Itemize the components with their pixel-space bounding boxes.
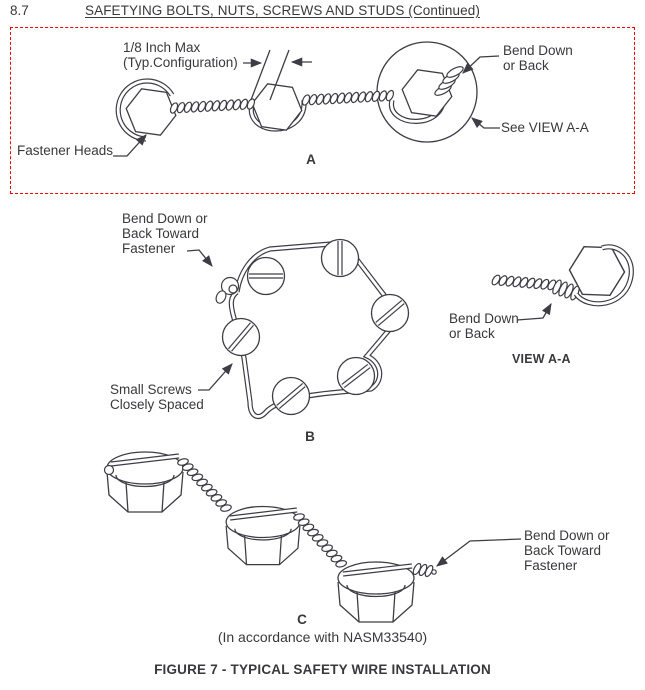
nut-slot-wire-3 [342,563,413,577]
nut-slot-wire-2 [229,507,298,521]
bend-label-b: Bend Down or Back Toward Fastener [122,211,208,256]
leader-arrow-see-view [471,117,500,129]
wire-loop-va [573,244,634,307]
twisted-wire-segment-c2 [290,508,350,573]
figure-a-drawing [113,41,500,157]
wire-bend-coil-a [434,66,464,96]
leader-arrow-bend-c [436,538,522,567]
screw-head-6 [221,317,261,357]
small-screws-label: Small Screws Closely Spaced [110,382,204,412]
twisted-wire-segment-c1 [174,453,235,517]
leader-arrow-bend-b [186,249,213,267]
figure-a-letter: A [306,152,316,167]
bend-label-c: Bend Down or Back Toward Fastener [524,528,610,573]
fastener-heads-label: Fastener Heads [17,143,114,158]
screw-head-2 [320,238,360,278]
screw-head-3 [370,293,410,333]
figure-c-drawing [103,451,522,623]
wire-bend-coil-va [552,279,580,301]
standard-note: (In accordance with NASM33540) [217,629,428,645]
twisted-wire-segment-2 [299,88,396,108]
wire-end-hook [103,464,115,476]
wire-bend-coil-b [215,276,240,304]
leader-arrow-bend-va [516,303,552,321]
nut-slot-wire-1 [110,453,180,467]
screw-head-5 [271,376,311,416]
figure-b-letter: B [305,429,315,444]
wire-bend-coil-c [412,562,437,578]
twisted-wire-segment-va [489,272,559,293]
page-title: SAFETYING BOLTS, NUTS, SCREWS AND STUDS … [85,3,480,18]
leader-arrow-fastener-heads [113,134,147,157]
see-view-label: See VIEW A-A [501,120,589,135]
fastener-head-1 [125,88,177,136]
section-number: 8.7 [10,3,29,18]
figure-caption: FIGURE 7 - TYPICAL SAFETY WIRE INSTALLAT… [154,662,491,677]
view-aa-drawing [489,242,634,321]
dimension-marks [243,49,312,101]
leader-arrow-bend-a [462,55,500,74]
screw-head-1 [246,256,286,296]
dimension-label: 1/8 Inch Max (Typ.Configuration) [123,40,238,70]
figure-c-letter: C [297,612,307,627]
figure-b-drawing [186,238,410,420]
figure-a-highlight-box [10,27,635,194]
view-aa-title: VIEW A-A [512,352,571,366]
twisted-wire-segment-1 [167,96,257,116]
bend-label-va: Bend Down or Back [449,311,519,341]
bend-label-a: Bend Down or Back [503,43,573,73]
wire-loop-1 [115,78,175,142]
leader-arrow-small-screws [198,363,233,391]
screw-head-4 [336,356,376,396]
